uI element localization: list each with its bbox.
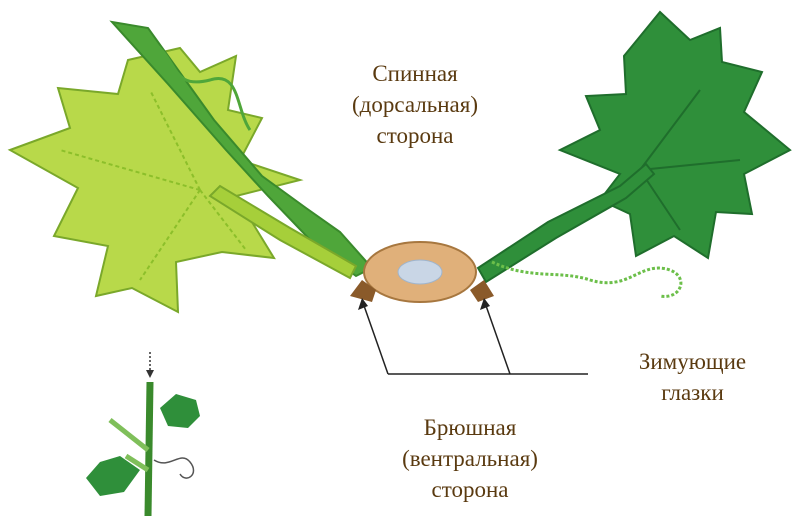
buds-line-2: глазки <box>600 377 785 408</box>
ventral-line-2: (вентральная) <box>370 443 570 474</box>
inset-leaf-top <box>160 394 200 428</box>
ventral-line-3: сторона <box>370 474 570 505</box>
pointer-line-right-bud <box>484 300 510 374</box>
pith <box>398 260 442 284</box>
dark-green-leaf <box>560 12 790 258</box>
ventral-line-1: Брюшная <box>370 412 570 443</box>
buds-line-1: Зимующие <box>600 346 785 377</box>
inset-plant <box>86 352 200 516</box>
dorsal-side-label: Спинная (дорсальная) сторона <box>330 58 500 151</box>
dorsal-line-3: сторона <box>330 120 500 151</box>
inset-tendril <box>154 458 194 478</box>
dorsal-line-1: Спинная <box>330 58 500 89</box>
pointer-line-left-bud <box>362 300 388 374</box>
ventral-side-label: Брюшная (вентральная) сторона <box>370 412 570 505</box>
dorsal-line-2: (дорсальная) <box>330 89 500 120</box>
overwintering-buds-label: Зимующие глазки <box>600 346 785 408</box>
inset-arrowhead <box>146 370 154 378</box>
right-tendril <box>492 262 681 296</box>
right-shoot-stem <box>478 164 654 282</box>
cane-cross-section <box>350 242 494 302</box>
right-bud <box>470 280 494 302</box>
